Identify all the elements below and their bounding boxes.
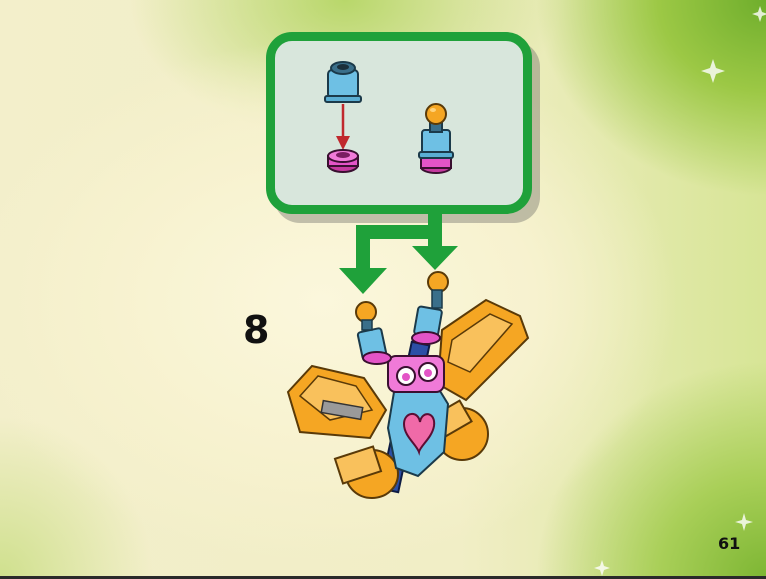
placement-arrow <box>336 104 350 150</box>
sparkle-icon <box>594 6 766 576</box>
step-number: 8 <box>243 308 269 352</box>
light-blue-round-brick <box>325 62 361 102</box>
butterfly-model <box>288 272 528 498</box>
assembled-stack <box>419 104 453 173</box>
magenta-round-plate <box>328 150 358 172</box>
page-number: 61 <box>718 534 740 553</box>
